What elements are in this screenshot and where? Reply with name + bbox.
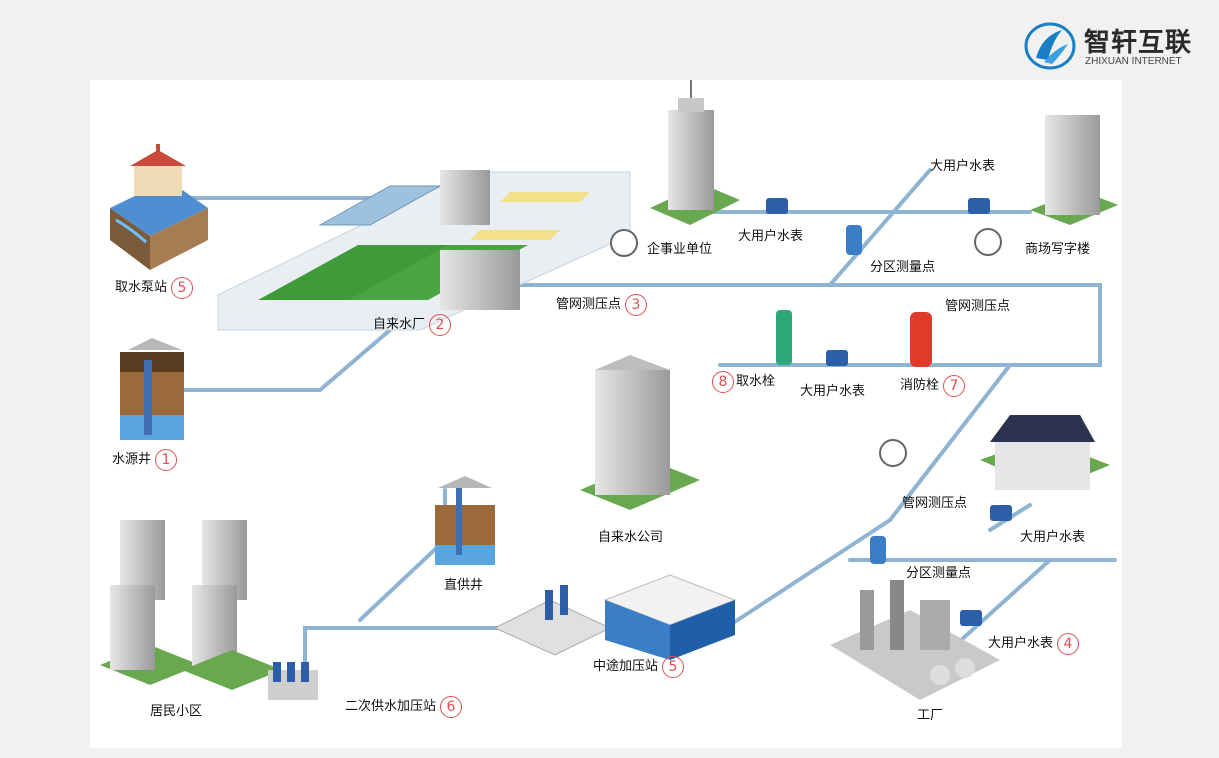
mid-booster-station (493, 574, 737, 660)
hydrants (776, 310, 932, 367)
office-tower (1030, 115, 1118, 225)
water-company-tower (580, 355, 700, 510)
brand-name-en: ZHIXUAN INTERNET (1085, 56, 1182, 67)
label-residential: 居民小区 (150, 704, 203, 719)
label-direct-well: 直供井 (444, 578, 484, 593)
number-badge: 8 (712, 370, 734, 393)
zone-flow-meters (846, 225, 886, 564)
label-enterprise: 企事业单位 (647, 242, 713, 257)
intake-pump-station (110, 144, 208, 270)
label-big-meter-2: 大用户水表 (930, 159, 996, 174)
label-zone-meter-2: 分区测量点 (906, 566, 972, 581)
number-badge: 5 (171, 276, 194, 299)
number-badge: 3 (625, 293, 648, 316)
brand-logo: 智轩互联 ZHIXUAN INTERNET (1022, 18, 1212, 74)
secondary-booster-station (268, 662, 318, 700)
label-pressure-3: 管网测压点 (902, 496, 968, 511)
waterworks-plant (217, 170, 631, 331)
label-zone-meter-1: 分区测量点 (870, 260, 936, 275)
label-factory: 工厂 (917, 708, 944, 723)
residential-buildings (100, 520, 282, 690)
number-badge: 5 (662, 655, 685, 678)
brand-mark-icon (1024, 22, 1076, 70)
number-badge: 1 (155, 448, 178, 471)
number-badge: 6 (440, 695, 463, 718)
network-drawing (100, 80, 1118, 700)
villa (980, 415, 1110, 490)
factory (830, 580, 1000, 700)
number-badge: 2 (429, 313, 452, 336)
direct-well (435, 476, 495, 565)
number-badge: 4 (1057, 632, 1080, 655)
pipe-well-to-plant (168, 328, 392, 392)
pipe-direct-well (358, 488, 447, 622)
brand-name-cn: 智轩互联 (1084, 28, 1193, 58)
enterprise-building (650, 80, 740, 225)
label-water-company: 自来水公司 (598, 530, 664, 545)
number-badge: 7 (943, 374, 966, 397)
pressure-gauges (610, 228, 1002, 467)
pipe-diag-2 (728, 363, 1012, 627)
label-big-meter-4: 大用户水表 (1020, 530, 1086, 545)
water-meters (766, 198, 1012, 626)
label-pressure-2: 管网测压点 (945, 299, 1011, 314)
label-big-meter-3: 大用户水表 (800, 384, 866, 399)
source-well (120, 338, 184, 440)
label-office: 商场写字楼 (1025, 242, 1091, 257)
pipe-diag-1 (828, 168, 932, 287)
pipe-factory-diag (948, 558, 1052, 652)
label-big-meter-1: 大用户水表 (738, 229, 804, 244)
